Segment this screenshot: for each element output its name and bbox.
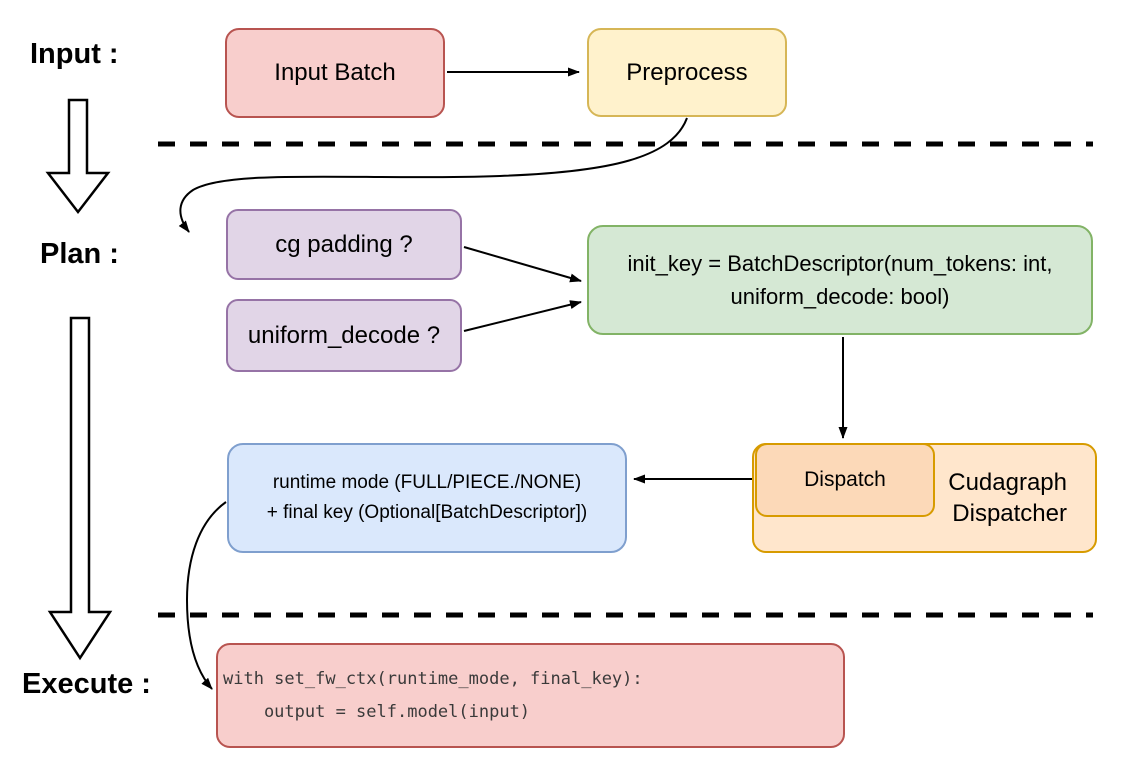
stage-label-plan: Plan :: [40, 238, 119, 270]
node-execute-code-line1: with set_fw_ctx(runtime_mode, final_key)…: [223, 668, 643, 689]
node-init-key-line1: init_key = BatchDescriptor(num_tokens: i…: [627, 251, 1053, 276]
node-uniform-decode-label: uniform_decode ?: [247, 321, 441, 349]
node-runtime-mode: runtime mode (FULL/PIECE./NONE) + final …: [227, 443, 627, 553]
node-init-key-line2: uniform_decode: bool): [730, 284, 950, 309]
node-dispatch: Dispatch: [755, 443, 935, 517]
node-input-batch: Input Batch: [225, 28, 445, 118]
node-input-batch-label: Input Batch: [274, 59, 396, 86]
node-cudagraph-dispatcher-line2: Dispatcher: [952, 500, 1067, 527]
node-runtime-mode-line2: + final key (Optional[BatchDescriptor]): [266, 502, 588, 523]
node-cg-padding: cg padding ?: [226, 209, 462, 280]
stage-label-execute: Execute :: [22, 668, 151, 700]
arrow-uniformdecode-to-initkey: [463, 300, 582, 332]
node-cudagraph-dispatcher-line1: Cudagraph: [948, 469, 1067, 496]
node-preprocess: Preprocess: [587, 28, 787, 117]
node-runtime-mode-line1: runtime mode (FULL/PIECE./NONE): [272, 472, 582, 493]
node-cg-padding-label: cg padding ?: [275, 230, 413, 258]
node-dispatch-label: Dispatch: [804, 468, 886, 491]
hollow-arrow-input-to-plan-icon: [45, 98, 111, 215]
node-execute-code: with set_fw_ctx(runtime_mode, final_key)…: [216, 643, 845, 748]
node-init-key: init_key = BatchDescriptor(num_tokens: i…: [587, 225, 1093, 335]
node-preprocess-label: Preprocess: [626, 58, 748, 86]
node-uniform-decode: uniform_decode ?: [226, 299, 462, 372]
hollow-arrow-plan-to-execute-icon: [47, 316, 113, 661]
arrow-cgpadding-to-initkey: [463, 246, 582, 283]
stage-label-input: Input :: [30, 38, 119, 70]
node-execute-code-line2: output = self.model(input): [223, 701, 531, 722]
